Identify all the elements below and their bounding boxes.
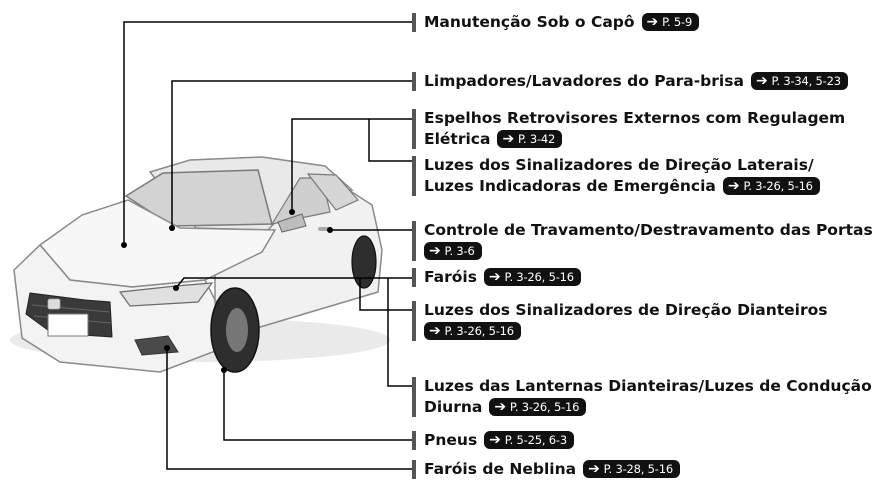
arrow-right-icon: ➔ (755, 73, 768, 89)
leader-line-fog-lights (166, 348, 412, 470)
page-ref-badge[interactable]: ➔P. 5-9 (641, 13, 700, 31)
leader-line-tires (223, 370, 412, 441)
arrow-right-icon: ➔ (429, 243, 441, 259)
side-window-rear (306, 173, 359, 211)
rear-wheel (351, 235, 377, 289)
arrow-right-icon: ➔ (646, 14, 659, 30)
brand-emblem (47, 298, 61, 310)
leader-line-hood (123, 21, 412, 245)
headlight (118, 282, 214, 307)
callout-dot (173, 285, 179, 291)
page-ref-badge[interactable]: ➔P. 3-34, 5-23 (750, 72, 848, 90)
callout-dot (221, 367, 227, 373)
license-plate (47, 313, 89, 337)
leader-line-daytime-lights (387, 278, 412, 387)
arrow-right-icon: ➔ (502, 131, 514, 147)
callout-dot (327, 227, 333, 233)
label-limpadores-lavadores: Limpadores/Lavadores do Para-brisa➔P. 3-… (412, 71, 848, 92)
label-espelhos-retrovisores: Espelhos Retrovisores Externos com Regul… (411, 109, 846, 149)
leader-line-wipers (171, 80, 412, 228)
page-ref-badge[interactable]: ➔P. 3-26, 5-16 (424, 322, 521, 340)
label-sinalizadores-laterais: Luzes dos Sinalizadores de Direção Later… (412, 155, 820, 197)
page-ref-badge[interactable]: ➔P. 3-26, 5-16 (483, 268, 581, 286)
page-ref-badge[interactable]: ➔P. 3-42 (497, 130, 563, 148)
page-ref-badge[interactable]: ➔P. 5-25, 6-3 (484, 431, 574, 449)
page-ref-badge[interactable]: ➔P. 3-26, 5-16 (489, 398, 587, 416)
arrow-right-icon: ➔ (429, 323, 441, 339)
page-ref-badge[interactable]: ➔P. 3-28, 5-16 (583, 460, 680, 478)
page-ref-badge[interactable]: ➔P. 3-6 (424, 242, 482, 260)
callout-dot (169, 225, 175, 231)
label-farois: Faróis➔P. 3-26, 5-16 (412, 267, 581, 288)
callout-dot (289, 209, 295, 215)
leader-line-mirrors (291, 118, 412, 212)
arrow-right-icon: ➔ (488, 269, 501, 285)
page-ref-badge[interactable]: ➔P. 3-26, 5-16 (722, 177, 820, 195)
arrow-right-icon: ➔ (494, 399, 506, 415)
label-manutencao-sob-capo: Manutenção Sob o Capô➔P. 5-9 (411, 12, 700, 33)
side-mirror (277, 213, 307, 233)
label-pneus: Pneus➔P. 5-25, 6-3 (412, 430, 574, 451)
label-lanternas-dianteiras: Luzes das Lanternas Dianteiras/Luzes de … (412, 377, 872, 417)
arrow-right-icon: ➔ (727, 178, 740, 194)
label-farois-neblina: Faróis de Neblina➔P. 3-28, 5-16 (412, 459, 680, 480)
leader-line-headlight (175, 277, 412, 289)
arrow-right-icon: ➔ (588, 461, 600, 477)
leader-line-front-signal (359, 278, 412, 311)
arrow-right-icon: ➔ (489, 432, 501, 448)
label-travamento-portas: Controle de Travamento/Destravamento das… (412, 220, 873, 262)
callout-dot (121, 242, 127, 248)
callout-dot (164, 345, 170, 351)
label-sinalizadores-dianteiros: Luzes dos Sinalizadores de Direção Diant… (412, 300, 828, 342)
